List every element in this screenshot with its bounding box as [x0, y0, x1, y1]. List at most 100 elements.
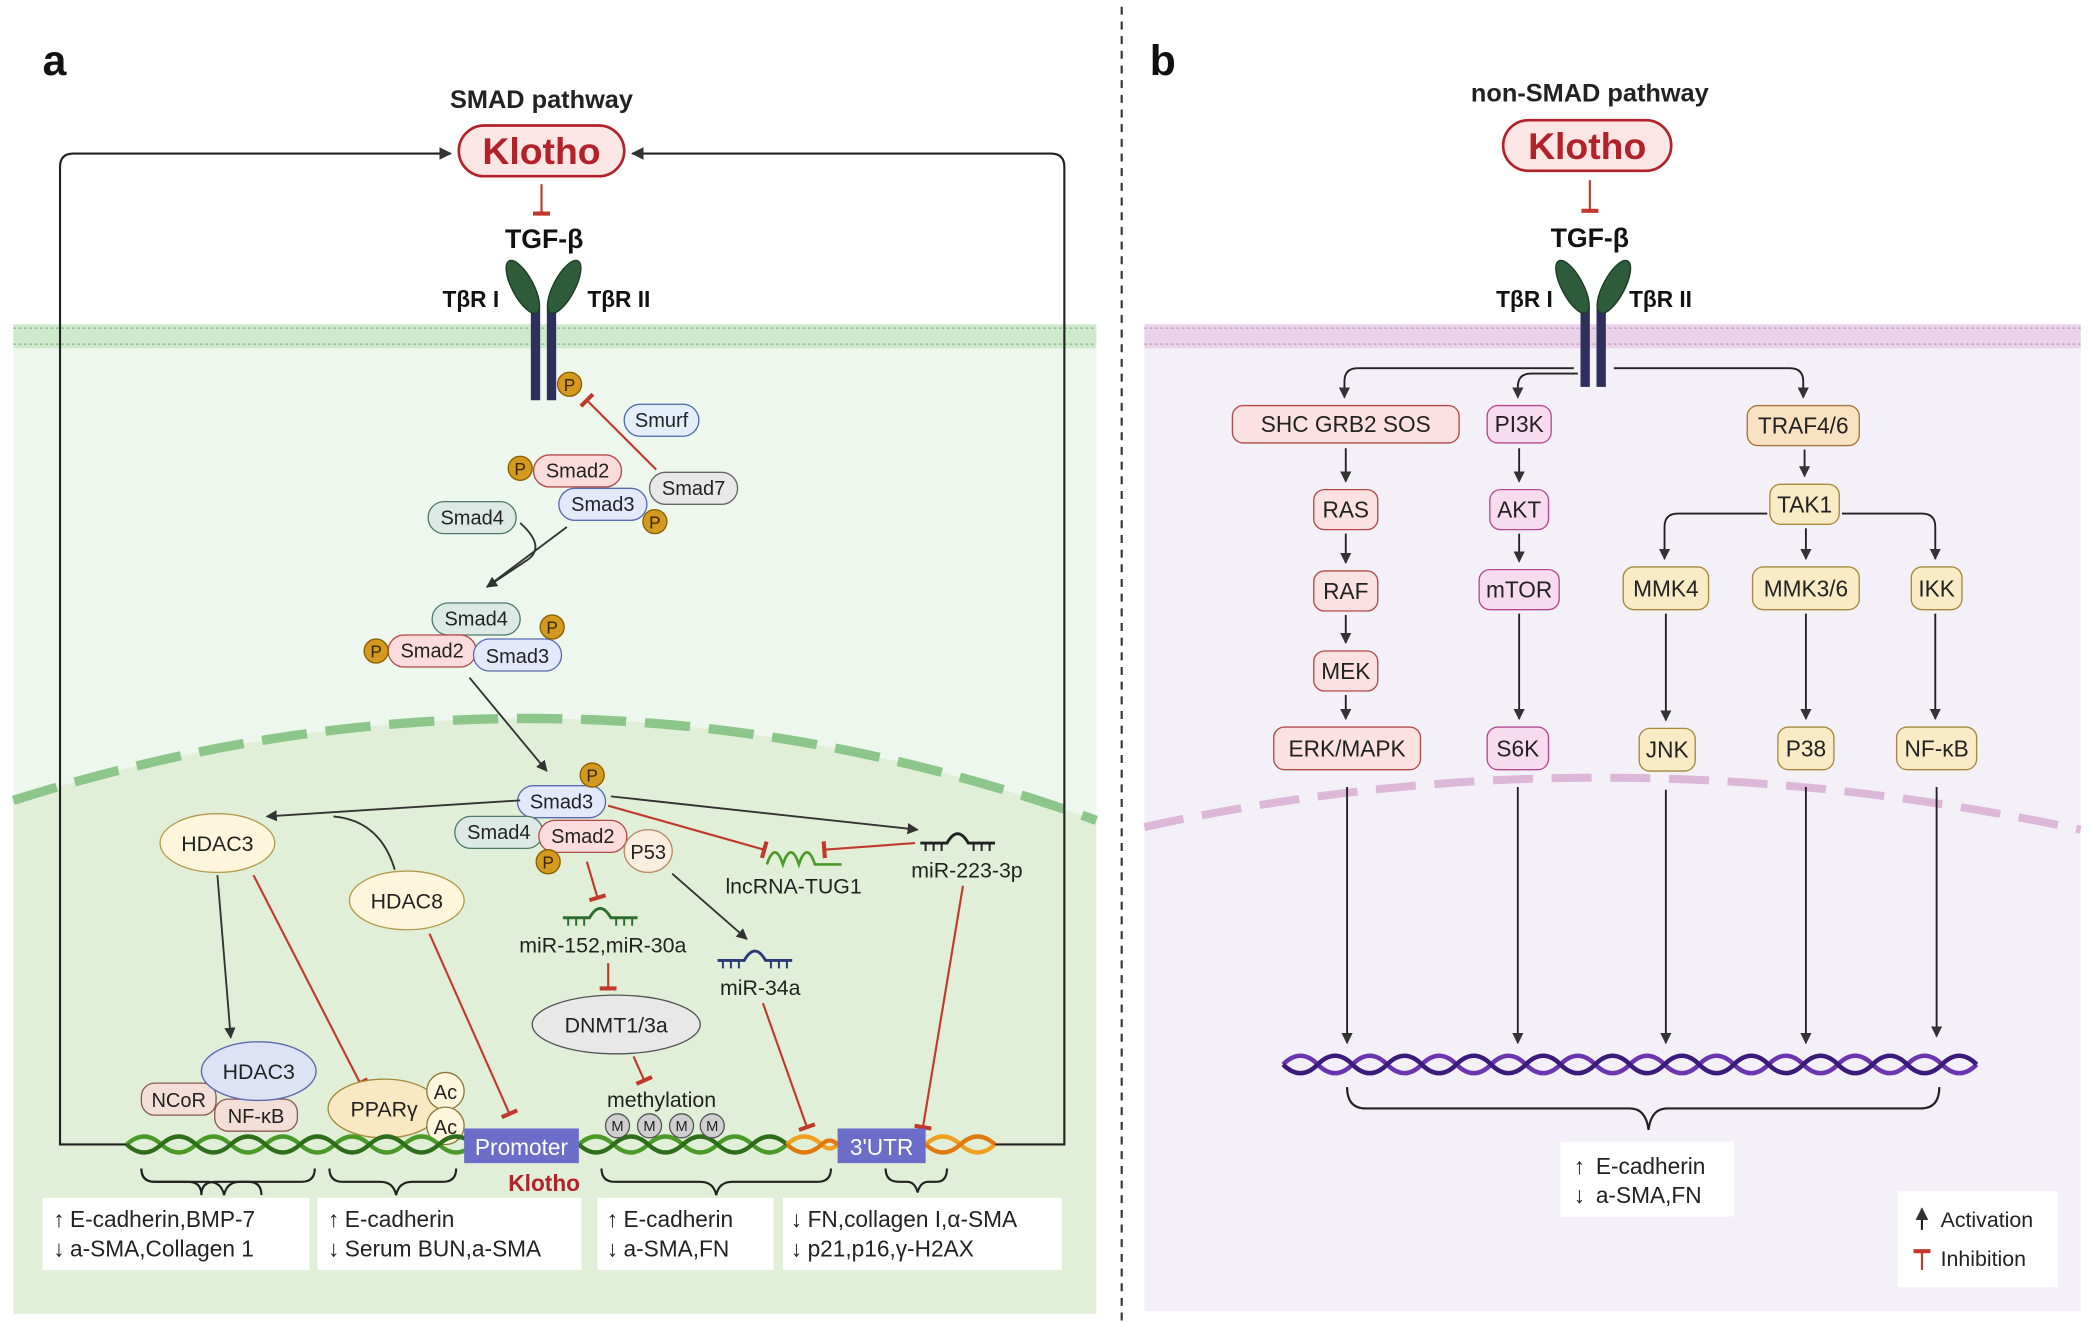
methyl-marks: M M M M	[604, 1113, 725, 1139]
receptor2-a: TβR II	[587, 286, 650, 312]
hdac3-complex-node: HDAC3	[200, 1041, 317, 1102]
phospho-receptor: P	[556, 371, 583, 397]
svg-text:ERK/MAPK: ERK/MAPK	[1289, 735, 1406, 761]
svg-text:M: M	[611, 1119, 623, 1135]
smad3-top: Smad3	[558, 487, 648, 521]
svg-text:DNMT1/3a: DNMT1/3a	[565, 1013, 668, 1037]
svg-text:PPARγ: PPARγ	[351, 1097, 418, 1121]
svg-text:IKK: IKK	[1918, 575, 1955, 601]
svg-text:Smad7: Smad7	[662, 478, 725, 500]
branches-b	[1338, 367, 1809, 399]
smad3-nuc: Smad3	[516, 785, 607, 819]
phospho-smad3-nuc: P	[579, 762, 605, 788]
p53-to-mir34	[671, 873, 748, 940]
hdac3-inhibits-ppar	[252, 874, 369, 1089]
svg-text:P: P	[546, 618, 558, 638]
node-jnk: JNK	[1638, 727, 1696, 772]
svg-text:NF-κB: NF-κB	[1905, 735, 1969, 761]
svg-text:↓FN,collagen I,α-SMA: ↓FN,collagen I,α-SMA	[791, 1206, 1018, 1232]
p53-node: P53	[623, 829, 673, 874]
ncor-node: NCoR	[140, 1082, 217, 1116]
node-pi3k: PI3K	[1486, 404, 1552, 444]
legend-inhibition: Inhibition	[1941, 1247, 2026, 1271]
svg-text:M: M	[706, 1119, 718, 1135]
svg-text:↑E-cadherin: ↑E-cadherin	[328, 1206, 454, 1232]
svg-text:Smad3: Smad3	[571, 494, 634, 516]
svg-text:Smad4: Smad4	[444, 609, 507, 631]
svg-text:↓a-SMA,FN: ↓a-SMA,FN	[607, 1236, 729, 1262]
node-tak1: TAK1	[1769, 483, 1840, 525]
svg-text:Smad3: Smad3	[530, 791, 593, 813]
promoter-box: Promoter	[464, 1128, 579, 1164]
hdac3-node: HDAC3	[159, 813, 276, 874]
svg-text:P: P	[542, 852, 554, 872]
smad3-mid: Smad3	[472, 638, 563, 672]
smad2-nuc: Smad2	[538, 819, 628, 854]
svg-text:TAK1: TAK1	[1777, 491, 1832, 517]
result-box-a2: ↑E-cadherin ↓Serum BUN,a-SMA	[317, 1197, 582, 1270]
svg-text:TRAF4/6: TRAF4/6	[1758, 413, 1849, 439]
node-ikk: IKK	[1910, 566, 1963, 611]
smad4-nuc: Smad4	[454, 815, 544, 850]
receptor1-b: TβR I	[1496, 286, 1553, 312]
node-traf: TRAF4/6	[1746, 404, 1860, 447]
mir34-node: miR-34a	[717, 949, 801, 1000]
mir223-inhibits-utr	[914, 885, 965, 1131]
svg-text:Klotho: Klotho	[1528, 125, 1646, 167]
svg-text:RAS: RAS	[1322, 497, 1369, 523]
tgf-a: TGF-β	[505, 224, 583, 254]
svg-text:M: M	[675, 1119, 687, 1135]
promoter-klotho-label: Klotho	[508, 1170, 580, 1196]
svg-text:MEK: MEK	[1321, 658, 1370, 684]
brace-b	[1346, 1087, 1941, 1130]
svg-text:3'UTR: 3'UTR	[850, 1134, 914, 1160]
tgf-b: TGF-β	[1551, 223, 1629, 253]
svg-text:NF-κB: NF-κB	[228, 1106, 285, 1128]
feedback-loop	[58, 147, 1066, 1146]
phospho-smad2-nuc: P	[535, 849, 561, 875]
smurf-node: Smurf	[623, 403, 700, 437]
svg-text:Ac: Ac	[434, 1082, 457, 1104]
smad4-mid: Smad4	[431, 602, 521, 636]
svg-text:Ac: Ac	[434, 1117, 457, 1139]
svg-text:P: P	[514, 459, 526, 479]
svg-text:miR-152,miR-30a: miR-152,miR-30a	[519, 933, 686, 957]
arrow-smad3-hdac3	[265, 799, 521, 822]
svg-text:Smad4: Smad4	[440, 507, 503, 529]
utr-box: 3'UTR	[837, 1128, 926, 1164]
panel-b-letter: b	[1150, 37, 1176, 85]
node-nfkb-b: NF-κB	[1895, 726, 1978, 771]
arrows-col1	[1340, 448, 1353, 1045]
dnmt-inhibits-methylation	[632, 1056, 653, 1086]
arrow-hdac3-complex	[216, 874, 236, 1039]
svg-text:Promoter: Promoter	[475, 1134, 569, 1160]
arrow-smad-complex-2	[486, 526, 568, 588]
result-box-a3: ↑E-cadherin ↓a-SMA,FN	[597, 1197, 774, 1270]
mir223-node: miR-223-3p	[911, 832, 1023, 883]
phospho-smad3-top: P	[642, 508, 668, 535]
svg-text:HDAC8: HDAC8	[371, 889, 443, 913]
legend: Activation Inhibition	[1897, 1191, 2058, 1288]
svg-text:HDAC3: HDAC3	[181, 832, 253, 856]
node-p38: P38	[1777, 726, 1835, 771]
result-box-b: ↑E-cadherin ↓a-SMA,FN	[1560, 1141, 1734, 1217]
dnmt-node: DNMT1/3a	[531, 994, 701, 1055]
methylation-label: methylation	[607, 1088, 716, 1112]
svg-text:Smad2: Smad2	[551, 826, 614, 848]
lncrna-node: lncRNA-TUG1	[725, 851, 862, 899]
arrows-col2	[1512, 448, 1525, 1045]
svg-text:HDAC3: HDAC3	[223, 1060, 295, 1084]
svg-text:lncRNA-TUG1: lncRNA-TUG1	[725, 875, 861, 899]
dna-a	[125, 1134, 997, 1155]
svg-text:P53: P53	[630, 842, 666, 864]
node-erk: ERK/MAPK	[1273, 726, 1422, 771]
svg-text:↓a-SMA,FN: ↓a-SMA,FN	[1574, 1182, 1702, 1208]
svg-text:↓p21,p16,γ-H2AX: ↓p21,p16,γ-H2AX	[791, 1236, 974, 1262]
svg-text:↑E-cadherin: ↑E-cadherin	[607, 1206, 733, 1232]
node-mmk4: MMK4	[1622, 566, 1710, 611]
phospho-smad2-top: P	[507, 455, 533, 481]
smad2-mid: Smad2	[387, 634, 477, 668]
node-ras: RAS	[1313, 488, 1379, 531]
svg-text:mTOR: mTOR	[1486, 577, 1552, 603]
svg-text:P: P	[649, 512, 661, 532]
